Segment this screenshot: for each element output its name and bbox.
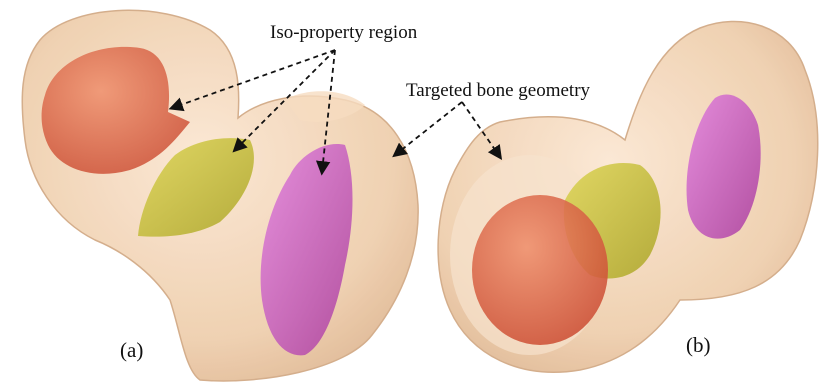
iso-property-region-label: Iso-property region	[270, 22, 417, 44]
red-region-b	[472, 195, 608, 345]
panel-a-label: (a)	[120, 338, 143, 363]
targeted-bone-geometry-label: Targeted bone geometry	[406, 80, 590, 102]
panel-b-label: (b)	[686, 333, 711, 358]
